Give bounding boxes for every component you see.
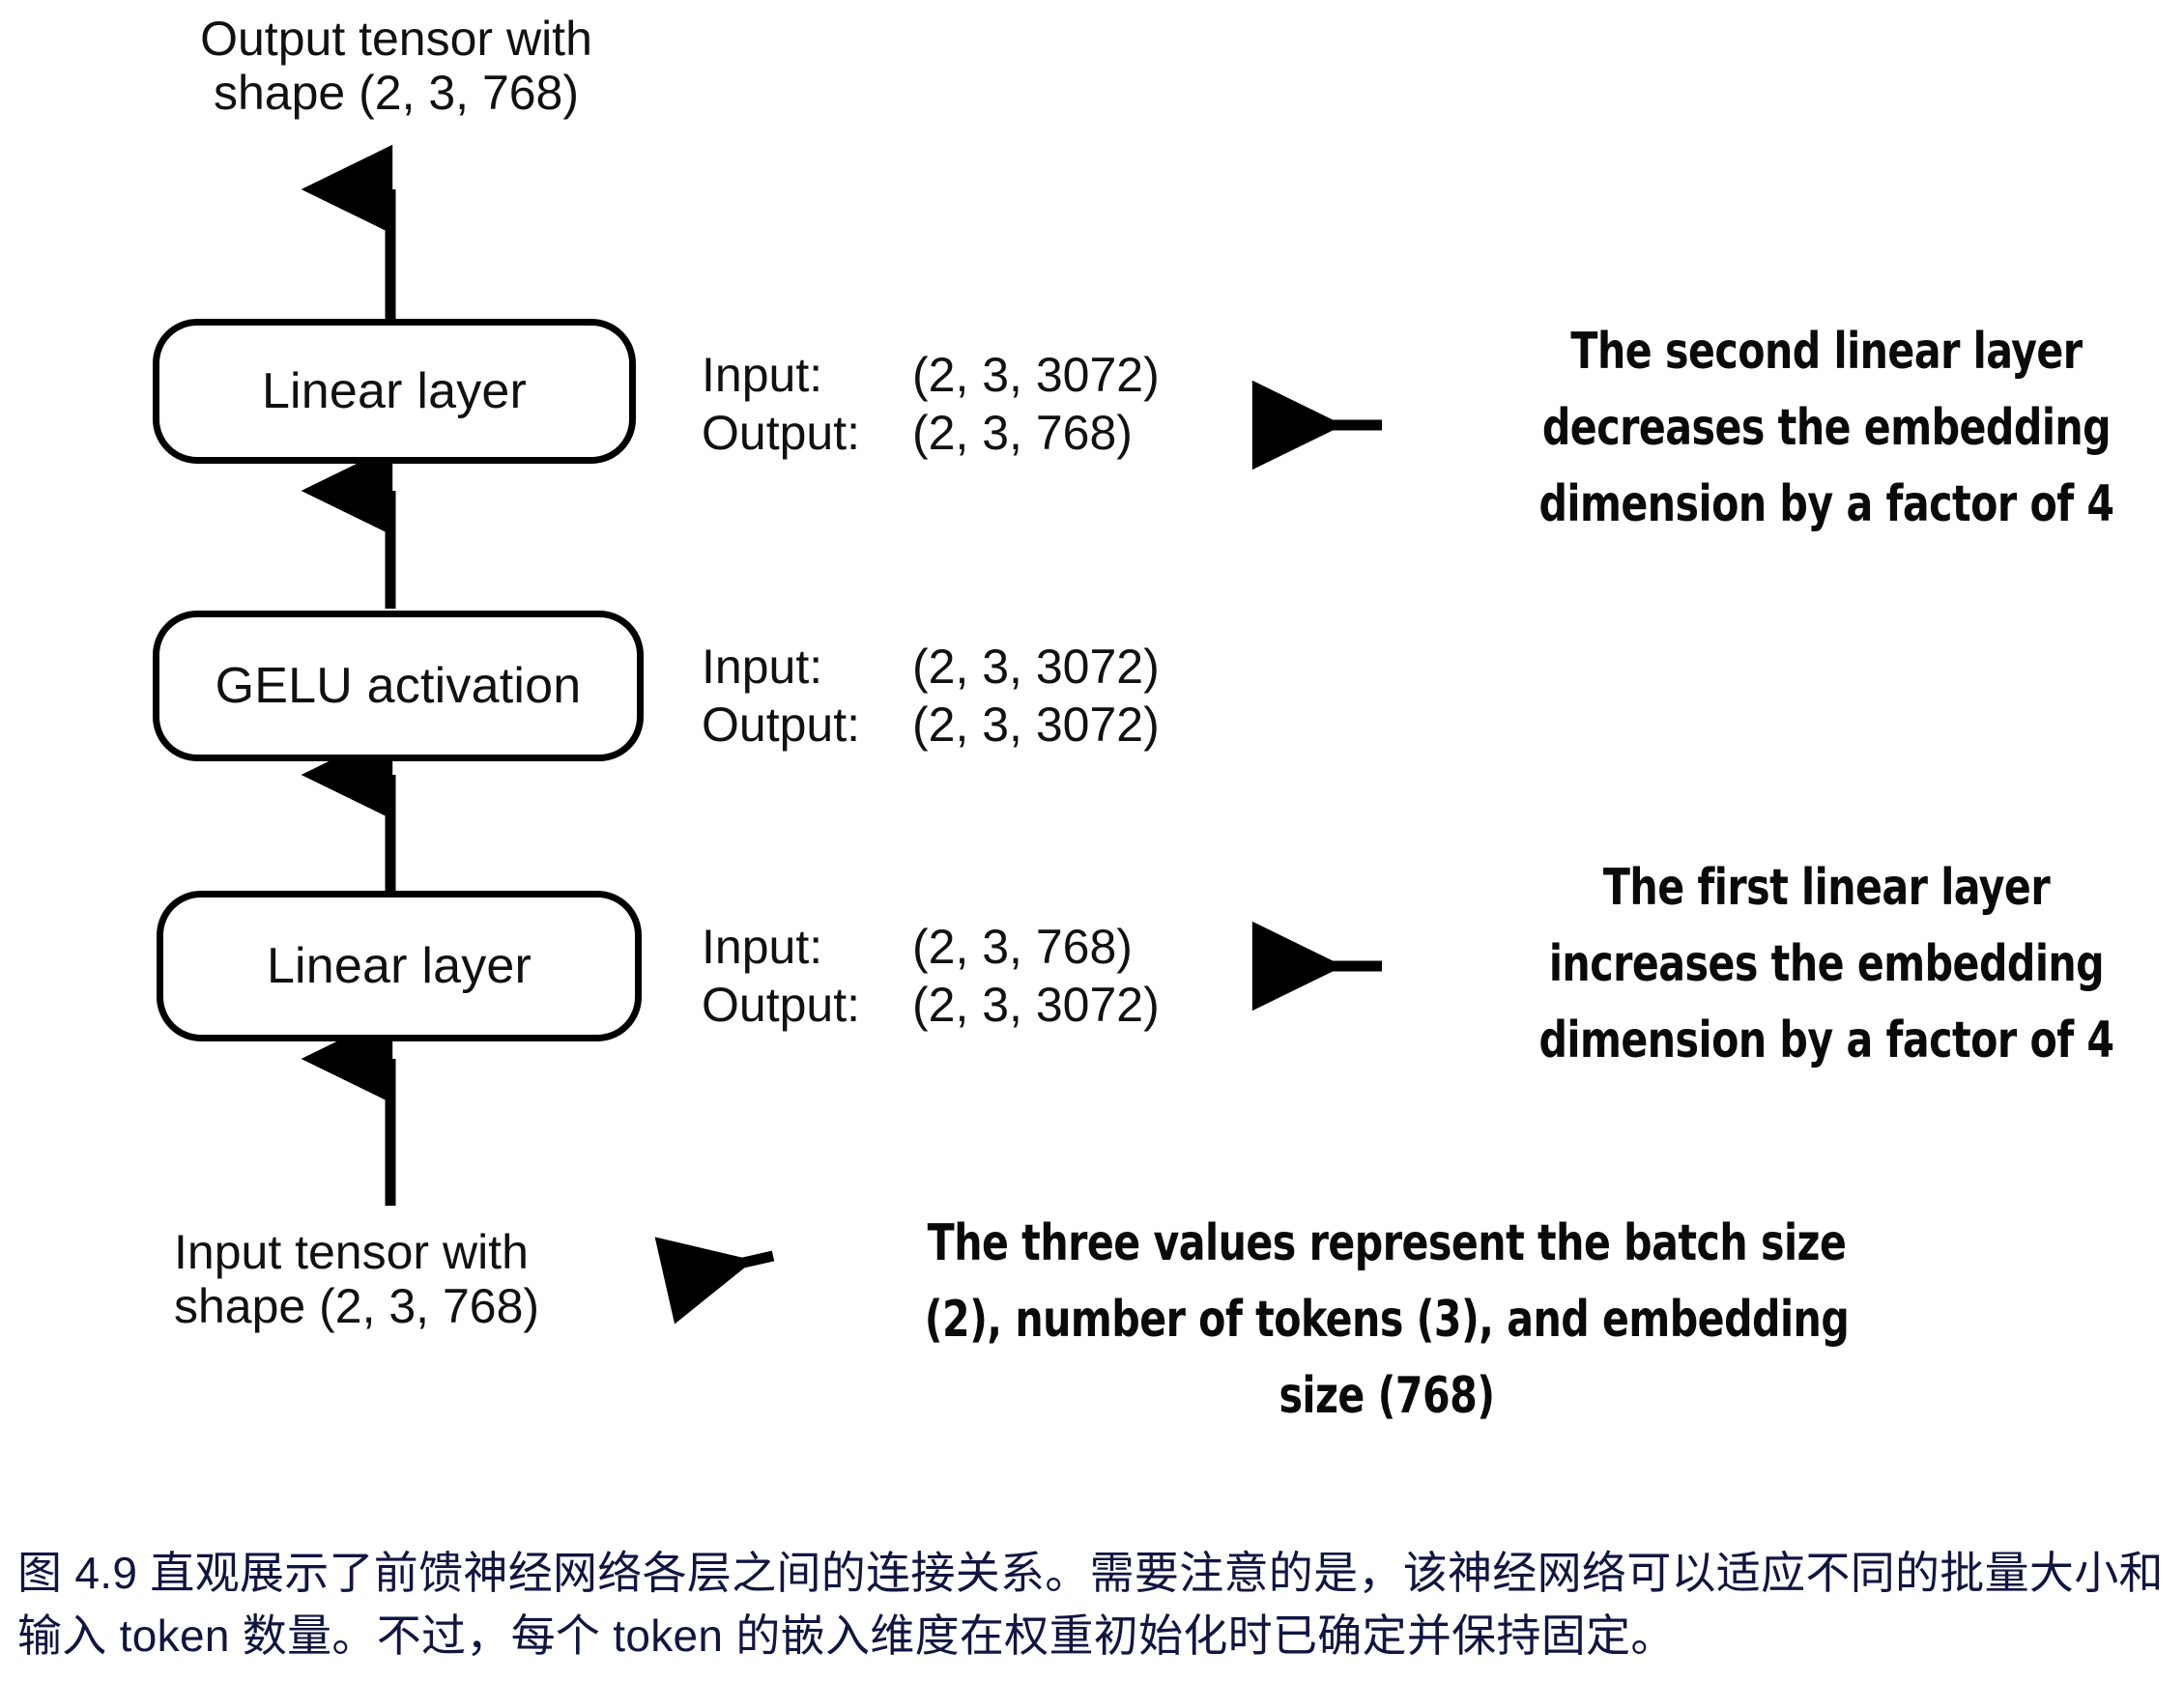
io-spec-linear-layer-1: Input: (2, 3, 768) Output: (2, 3, 3072) [702,918,1160,1034]
io-input-key: Input: [702,920,823,974]
io-output-value: (2, 3, 3072) [912,978,1160,1032]
arrow-three-values-note [654,1237,775,1325]
io-input-key: Input: [702,640,823,694]
block-linear-layer-2[interactable]: Linear layer [153,319,636,464]
io-output-value: (2, 3, 3072) [912,698,1160,752]
io-row-output: Output: (2, 3, 3072) [702,696,1160,754]
figure-caption: 图 4.9 直观展示了前馈神经网络各层之间的连接关系。需要注意的是，该神经网络可… [17,1548,2164,1662]
io-input-value: (2, 3, 3072) [912,348,1160,402]
block-gelu-activation-label: GELU activation [215,658,582,714]
annotation-second-linear-note: The second linear layer decreases the em… [1538,323,2114,534]
io-output-key: Output: [702,406,860,460]
io-input-value: (2, 3, 3072) [912,640,1160,694]
io-input-key: Input: [702,348,823,402]
block-gelu-activation[interactable]: GELU activation [153,611,644,761]
annotation-three-values-note: The three values represent the batch siz… [924,1214,1850,1426]
block-linear-layer-2-label: Linear layer [261,363,528,419]
input-tensor-label: Input tensor with shape (2, 3, 768) [174,1225,540,1333]
block-linear-layer-1-label: Linear layer [266,938,532,994]
io-row-input: Input: (2, 3, 768) [702,918,1160,976]
io-row-output: Output: (2, 3, 768) [702,404,1160,462]
io-spec-gelu-activation: Input: (2, 3, 3072) Output: (2, 3, 3072) [702,638,1160,754]
annotation-first-linear-note: The first linear layer increases the emb… [1538,859,2114,1070]
io-output-key: Output: [702,698,860,752]
io-row-input: Input: (2, 3, 3072) [702,638,1160,696]
io-output-key: Output: [702,978,860,1032]
io-row-input: Input: (2, 3, 3072) [702,346,1160,404]
io-input-value: (2, 3, 768) [912,920,1133,974]
io-row-output: Output: (2, 3, 3072) [702,976,1160,1034]
block-linear-layer-1[interactable]: Linear layer [157,891,642,1041]
io-spec-linear-layer-2: Input: (2, 3, 3072) Output: (2, 3, 768) [702,346,1160,462]
io-output-value: (2, 3, 768) [912,406,1133,460]
output-tensor-label: Output tensor with shape (2, 3, 768) [200,12,592,120]
